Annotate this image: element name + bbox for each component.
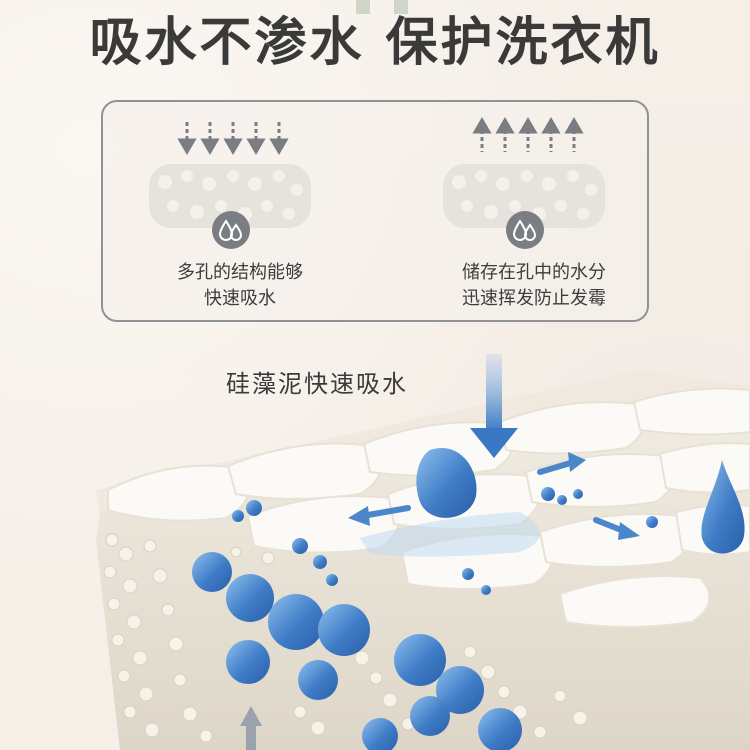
- scene-label: 硅藻泥快速吸水: [226, 370, 408, 398]
- decorative-mark: [356, 0, 370, 14]
- decorative-mark: [394, 0, 408, 14]
- bottom-up-arrow: [240, 706, 262, 750]
- down-arrows-icon: [177, 122, 289, 155]
- porous-structure-icon: [149, 164, 311, 228]
- page-headline: 吸水不渗水 保护洗衣机: [89, 13, 661, 73]
- mat-absorption-illustration: [96, 354, 750, 750]
- absorbed-water-beads: [192, 552, 522, 750]
- water-drop-icon: [506, 211, 544, 249]
- caption-line: 储存在孔中的水分: [462, 262, 606, 283]
- up-arrows-icon: [472, 117, 584, 152]
- water-spread-arrows: [348, 452, 640, 540]
- feature-card: 多孔的结构能够 快速吸水: [101, 100, 649, 322]
- water-flow-down-arrow: [470, 354, 518, 458]
- evaporate-caption: 储存在孔中的水分 迅速挥发防止发霉: [397, 260, 671, 312]
- water-drops: [232, 448, 745, 595]
- porous-structure-icon: [443, 164, 605, 228]
- caption-line: 快速吸水: [204, 288, 276, 309]
- absorb-caption: 多孔的结构能够 快速吸水: [103, 260, 377, 312]
- caption-line: 多孔的结构能够: [177, 262, 303, 283]
- caption-line: 迅速挥发防止发霉: [462, 288, 606, 309]
- water-drop-icon: [212, 211, 250, 249]
- evaporate-panel: 储存在孔中的水分 迅速挥发防止发霉: [377, 102, 651, 324]
- water-film: [360, 512, 540, 557]
- absorb-panel: 多孔的结构能够 快速吸水: [103, 102, 377, 324]
